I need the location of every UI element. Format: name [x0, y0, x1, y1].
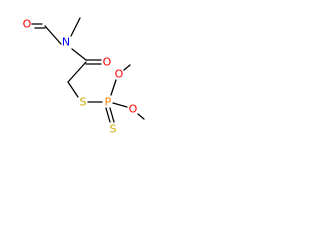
bond-p-s-double-2 — [109, 107, 115, 123]
atom-o-methoxy-upper: O — [115, 68, 124, 81]
atom-s-thioether: S — [80, 96, 87, 109]
bond-p-o-upper — [110, 79, 117, 96]
atom-o-amide: O — [103, 56, 112, 69]
atom-p-phosphorus: P — [105, 96, 112, 109]
bond-p-o-right — [112, 102, 128, 108]
bond-n-methyl — [70, 17, 81, 37]
bond-o-methyl-right — [137, 113, 145, 120]
bond-ch2-s — [67, 81, 79, 98]
atom-o-methoxy-right: O — [129, 103, 138, 116]
bond-amide-c-ch2 — [67, 61, 87, 83]
structure-diagram: O N O S P O O S — [0, 0, 166, 153]
molecule-svg: O N O S P O O S — [23, 17, 145, 136]
bond-p-s-double-1 — [105, 107, 111, 123]
bond-n-amide-c — [71, 48, 87, 61]
bond-formyl-n — [44, 25, 62, 45]
atom-n-amide: N — [62, 36, 70, 49]
atom-s-thiono: S — [110, 123, 117, 136]
atom-o-formyl: O — [23, 18, 32, 31]
bond-o-methyl-upper — [123, 64, 131, 71]
